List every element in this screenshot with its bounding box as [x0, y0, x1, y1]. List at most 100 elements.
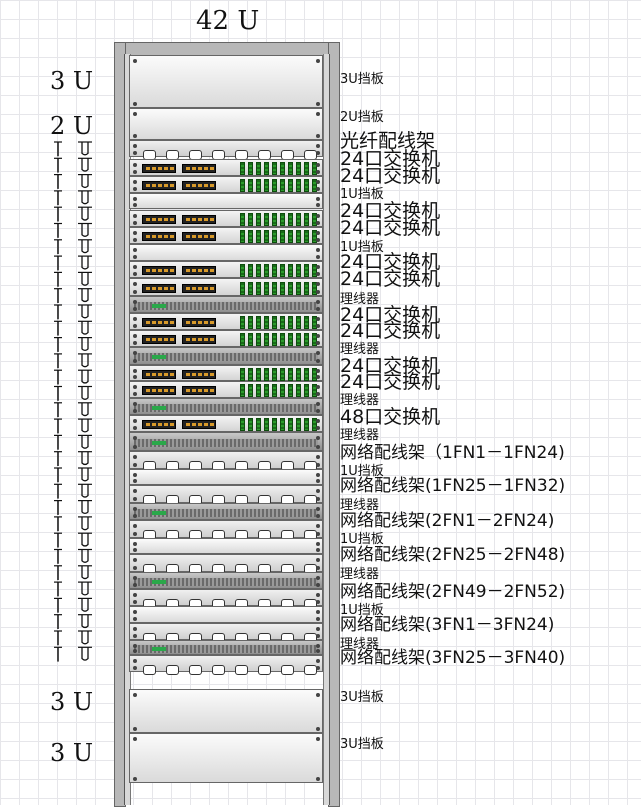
device-label: 网络配线架(3FN1－3FN24) — [340, 615, 555, 635]
port-led-icon — [164, 218, 168, 221]
indicator-led-icon — [152, 440, 166, 445]
screw-icon — [316, 265, 320, 269]
device-label: 1U挡板 — [340, 240, 384, 255]
port-led-icon — [204, 338, 208, 341]
sfp-module-icon — [248, 384, 253, 397]
screw-icon — [133, 221, 137, 225]
patch-panel — [129, 485, 323, 505]
u-ruler-svg — [54, 141, 92, 662]
port-led-icon — [210, 235, 214, 238]
port-led-icon — [192, 372, 196, 376]
rj45-port-icon — [166, 664, 179, 675]
screw-icon — [316, 385, 320, 389]
screw-icon — [133, 317, 137, 321]
port-led-icon — [146, 184, 150, 187]
device-label: 理线器 — [340, 342, 380, 357]
network-switch — [129, 278, 323, 296]
screw-icon — [316, 282, 320, 286]
u-bracket-icon — [54, 581, 92, 597]
port-led-icon — [198, 218, 202, 221]
screw-icon — [316, 727, 320, 731]
port-led-icon — [152, 338, 156, 341]
screw-icon — [133, 214, 137, 218]
sfp-module-icon — [272, 333, 277, 346]
device-label: 24口交换机 — [340, 268, 441, 290]
screw-icon — [316, 659, 320, 663]
sfp-module-icon — [264, 230, 269, 243]
port-block-icon — [142, 232, 176, 241]
port-led-icon — [158, 338, 162, 341]
port-led-icon — [198, 184, 202, 187]
cable-manager — [129, 347, 323, 365]
sfp-module-icon — [312, 213, 317, 226]
screw-icon — [133, 282, 137, 286]
sfp-module-icon — [256, 333, 261, 346]
port-block-icon — [182, 386, 216, 395]
u-bracket-icon — [54, 141, 92, 157]
network-switch — [129, 176, 323, 193]
u-bracket-icon — [54, 402, 92, 418]
port-led-icon — [204, 269, 208, 272]
screw-icon — [133, 351, 137, 355]
screw-icon — [133, 385, 137, 389]
rj45-port-icon — [281, 149, 294, 160]
sfp-module-icon — [304, 367, 309, 381]
screw-icon — [316, 497, 320, 501]
screw-icon — [316, 548, 320, 552]
port-led-icon — [170, 269, 174, 272]
screw-icon — [133, 134, 137, 138]
rj45-port-icon — [235, 149, 248, 160]
screw-icon — [316, 600, 320, 604]
screw-icon — [133, 634, 137, 638]
port-block-icon — [182, 266, 216, 275]
sfp-module-icon — [288, 316, 293, 329]
u-bracket-icon — [54, 369, 92, 385]
blank-panel — [129, 606, 323, 623]
screw-icon — [316, 576, 320, 580]
port-led-icon — [164, 423, 168, 426]
sfp-module-icon — [304, 384, 309, 397]
screw-icon — [316, 203, 320, 207]
u-bracket-icon — [54, 434, 92, 450]
sfp-module-icon — [312, 418, 317, 431]
device-label: 网络配线架(2FN49－2FN52) — [340, 582, 566, 602]
rj45-port-icon — [212, 664, 225, 675]
sfp-module-icon — [296, 264, 301, 277]
sfp-module-icon — [240, 316, 245, 329]
screw-icon — [316, 507, 320, 511]
port-led-icon — [158, 389, 162, 392]
device-label: 24口交换机 — [340, 148, 441, 170]
cabinet-top — [114, 42, 334, 56]
sfp-module-icon — [288, 230, 293, 243]
port-led-icon — [152, 372, 156, 376]
network-switch — [129, 330, 323, 347]
screw-icon — [133, 542, 137, 546]
port-block-icon — [142, 283, 176, 293]
cable-manager-band — [134, 644, 318, 653]
port-led-icon — [146, 338, 150, 341]
screw-icon — [133, 102, 137, 106]
device-label: 1U挡板 — [340, 187, 384, 202]
port-led-icon — [146, 286, 150, 290]
sfp-module-icon — [248, 418, 253, 431]
screw-icon — [316, 369, 320, 373]
port-led-icon — [158, 269, 162, 272]
screw-icon — [316, 351, 320, 355]
patch-panel — [129, 623, 323, 643]
device-label: 网络配线架(2FN1－2FN24) — [340, 511, 555, 531]
screw-icon — [316, 489, 320, 493]
screw-icon — [316, 151, 320, 155]
u-bracket-icon — [54, 288, 92, 303]
port-led-icon — [210, 286, 214, 290]
screw-icon — [133, 265, 137, 269]
sfp-module-icon — [264, 418, 269, 431]
screw-icon — [316, 180, 320, 184]
sfp-module-icon — [280, 281, 285, 295]
sfp-module-icon — [240, 418, 245, 431]
port-led-icon — [164, 235, 168, 238]
device-label: 24口交换机 — [340, 200, 441, 222]
sfp-module-icon — [248, 367, 253, 381]
screw-icon — [316, 634, 320, 638]
sfp-module-icon — [304, 162, 309, 175]
port-led-icon — [198, 338, 202, 341]
